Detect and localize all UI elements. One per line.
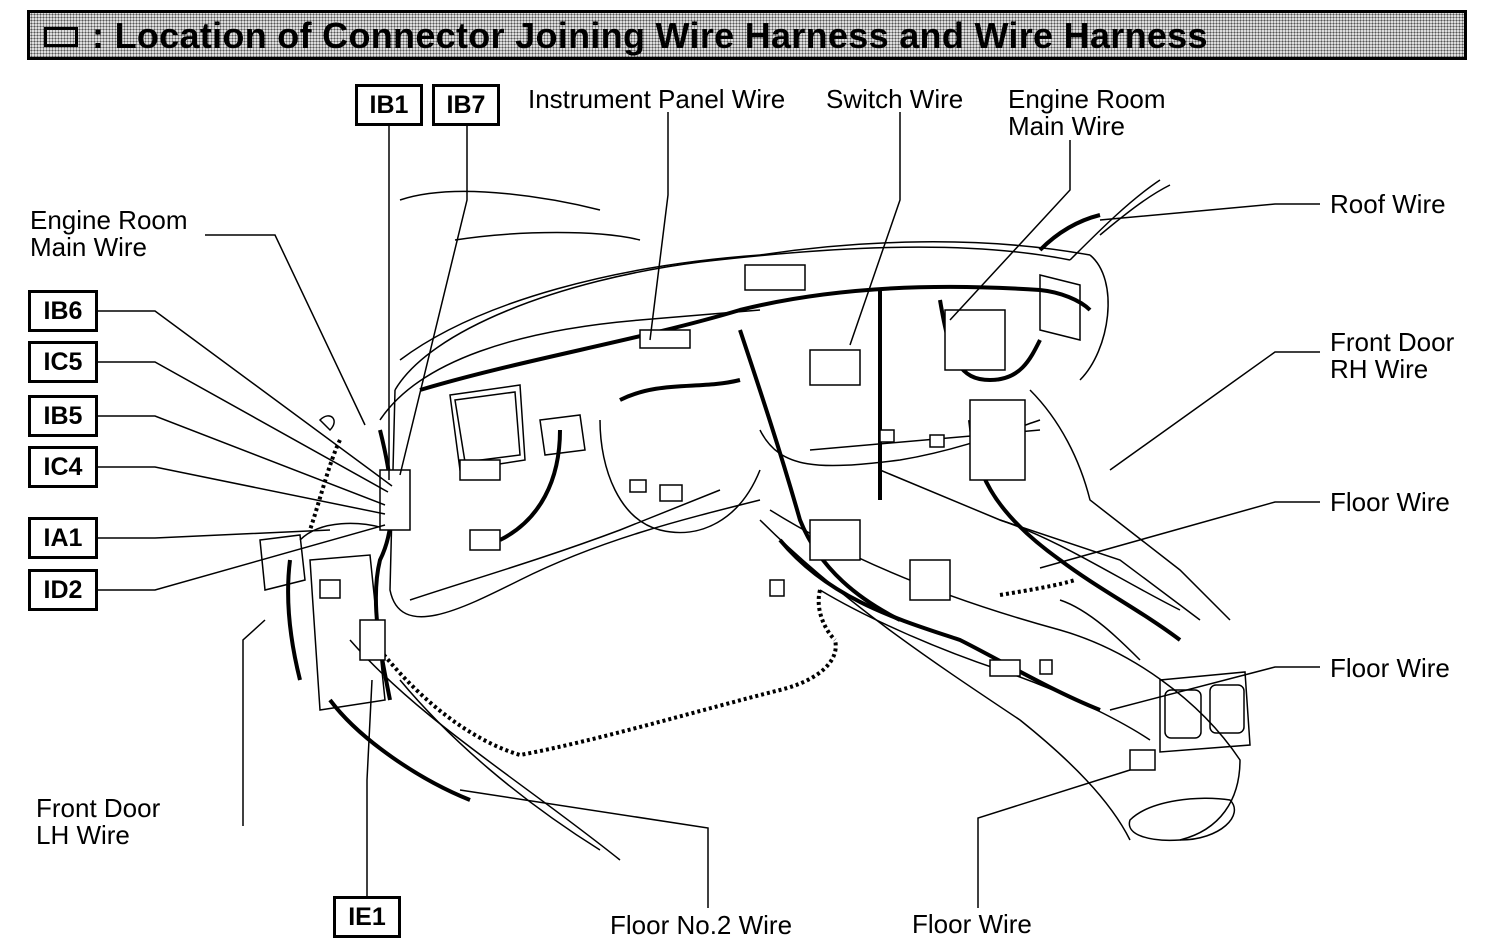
label-floor-wire-bottom: Floor Wire: [912, 909, 1032, 939]
label-engine-room-main-wire-right-line1: Engine Room: [1008, 84, 1166, 114]
label-front-door-lh-wire-line2: LH Wire: [36, 820, 130, 850]
connector-code-ic4: IC4: [28, 446, 98, 488]
connector-code-ib5: IB5: [28, 395, 98, 437]
label-front-door-rh-wire-line1: Front Door: [1330, 327, 1455, 357]
label-engine-room-main-wire-left-line1: Engine Room: [30, 205, 188, 235]
label-front-door-rh-wire-line2: RH Wire: [1330, 354, 1429, 384]
label-floor-wire-lower: Floor Wire: [1330, 653, 1450, 683]
label-floor-wire-upper: Floor Wire: [1330, 487, 1450, 517]
connector-code-ic5: IC5: [28, 341, 98, 383]
connector-code-id2: ID2: [28, 569, 98, 611]
connector-code-ib6: IB6: [28, 290, 98, 332]
connector-blocks: [319, 264, 1156, 771]
connector-code-ie1: IE1: [333, 896, 401, 938]
dashboard-outline: [259, 179, 1251, 861]
label-engine-room-main-wire-left-line2: Main Wire: [30, 232, 148, 262]
connector-code-ib7: IB7: [432, 84, 500, 126]
label-front-door-lh-wire-line1: Front Door: [36, 793, 161, 823]
connector-code-ia1: IA1: [28, 517, 98, 559]
title-bar: : Location of Connector Joining Wire Har…: [27, 10, 1467, 60]
connector-box-symbol-icon: [44, 27, 78, 47]
wire-harness-bundles: [286, 213, 1182, 802]
label-switch-wire: Switch Wire: [826, 84, 964, 114]
diagram-title: : Location of Connector Joining Wire Har…: [92, 15, 1208, 56]
label-roof-wire: Roof Wire: [1330, 189, 1446, 219]
connector-code-ib1: IB1: [355, 84, 423, 126]
leader-lines: [98, 112, 1320, 908]
label-floor-no2-wire: Floor No.2 Wire: [610, 910, 793, 940]
label-engine-room-main-wire-right-line2: Main Wire: [1008, 111, 1126, 141]
label-instrument-panel-wire: Instrument Panel Wire: [528, 84, 786, 114]
